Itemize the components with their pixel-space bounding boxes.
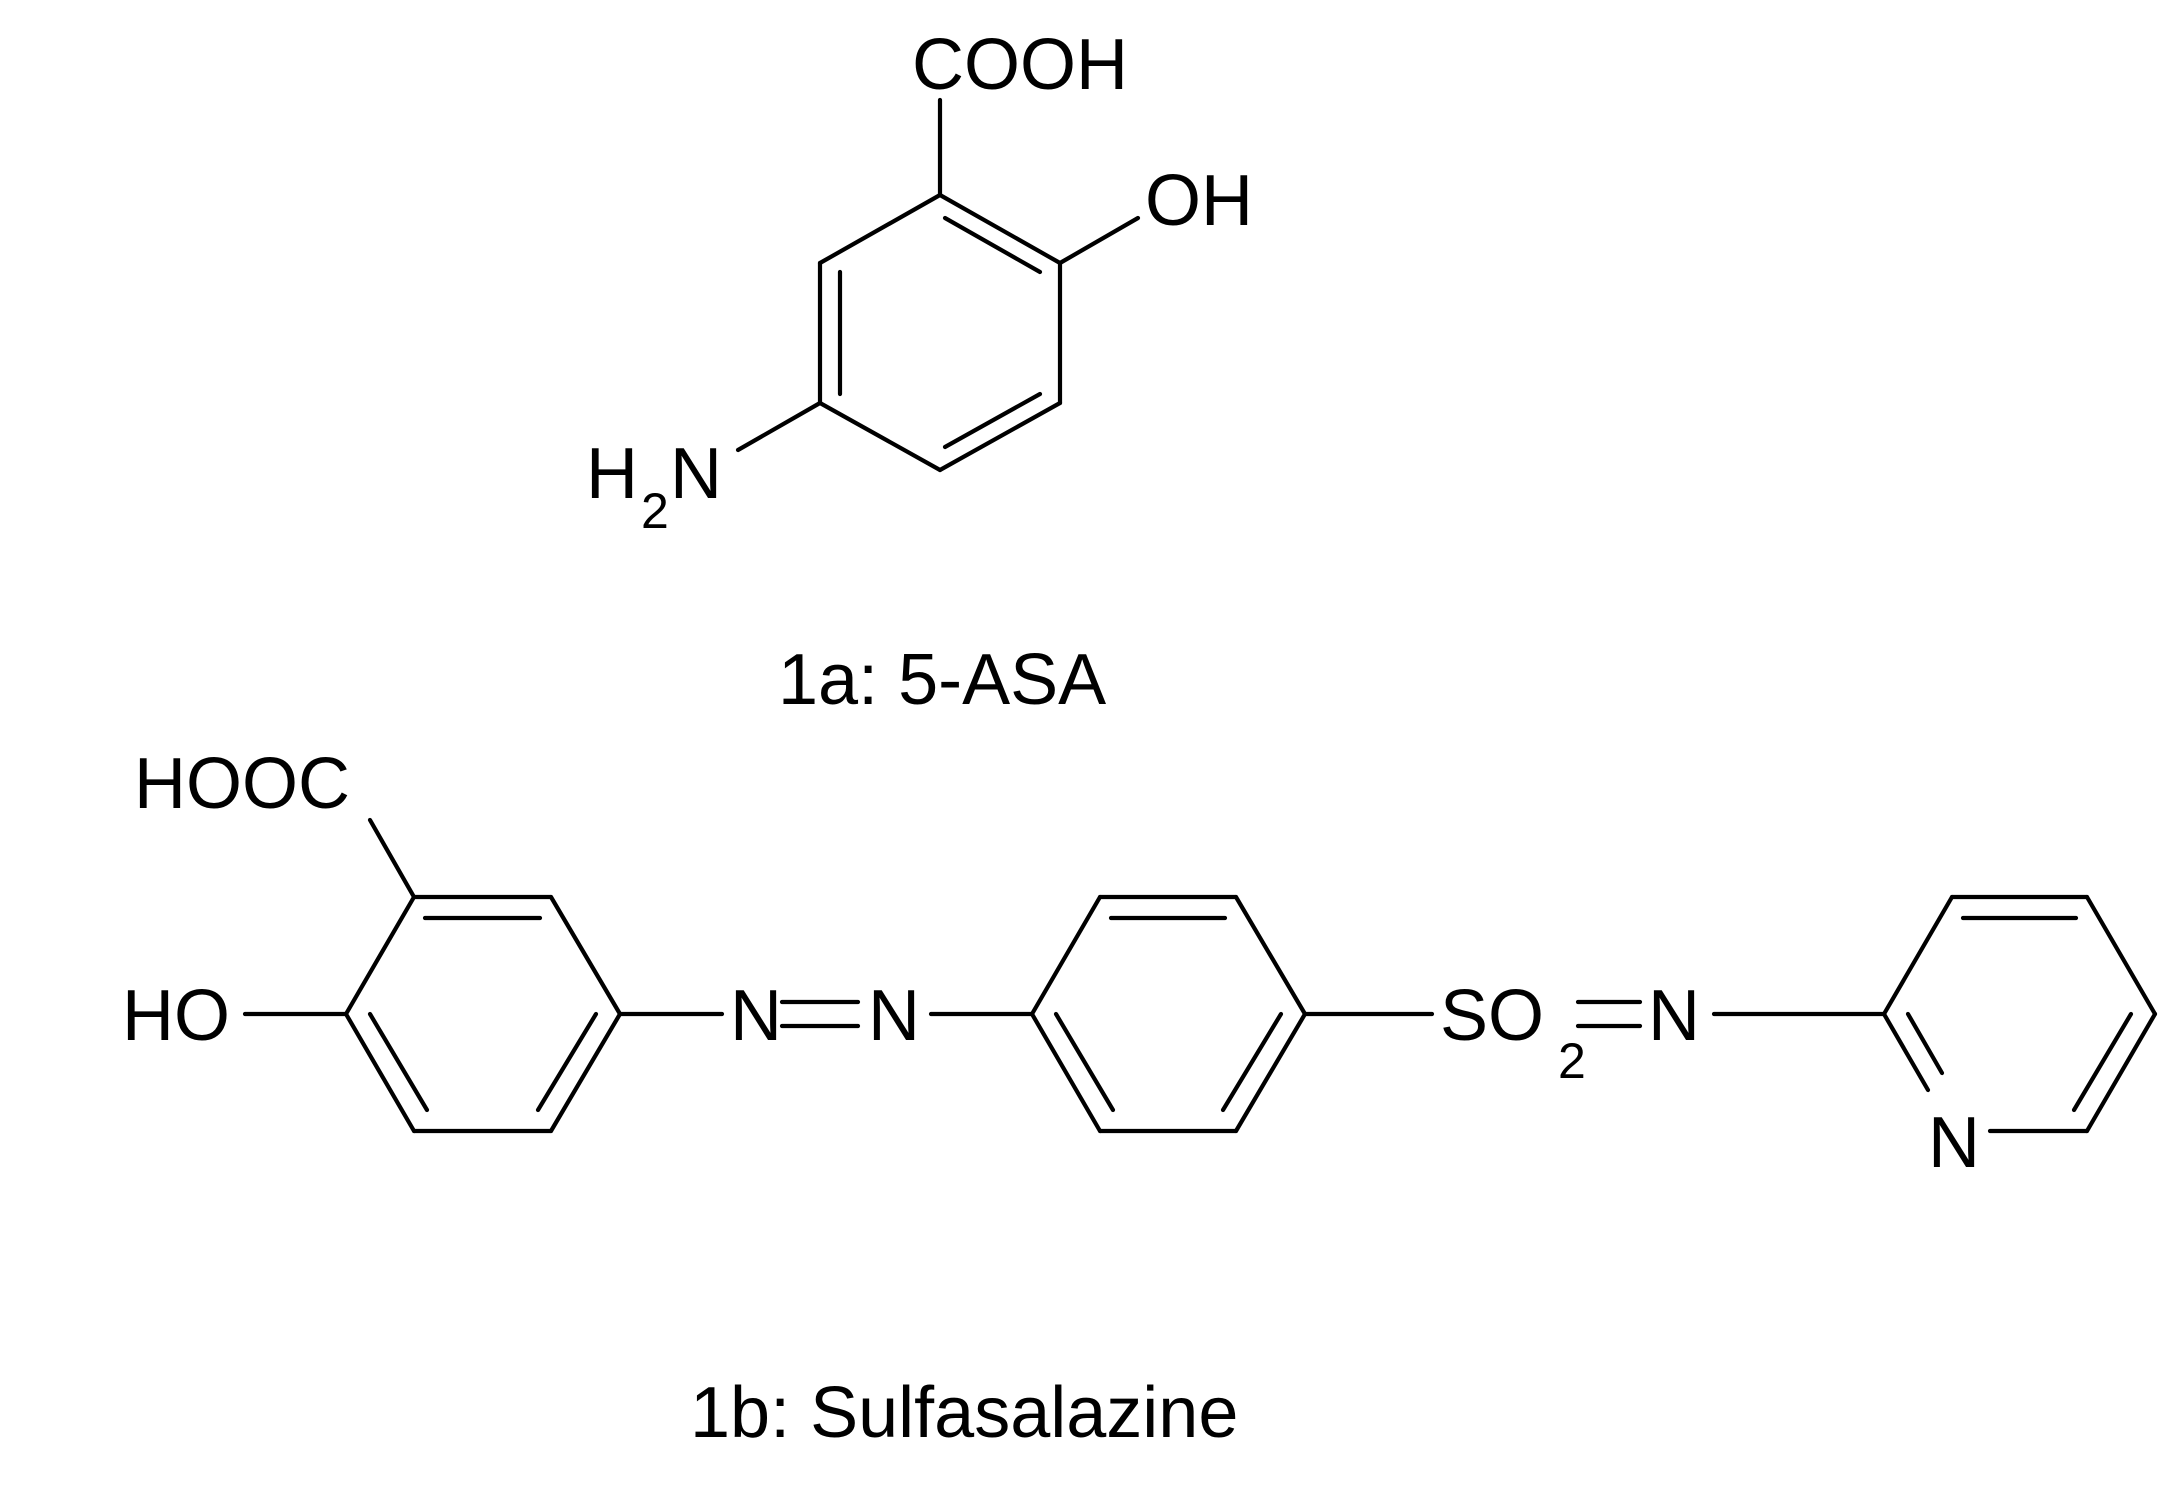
- benzene-ring-1a: [817, 192, 1063, 473]
- sulfonyl-label: SO: [1440, 976, 1544, 1056]
- azo-n1-label: N: [730, 976, 782, 1056]
- hydroxyl-label-1a: OH: [1145, 161, 1253, 241]
- structure-sulfasalazine: HOOC HO N N SO 2 N N 1b: Sulfasalazine: [122, 744, 2158, 1453]
- carboxyl-bond-1b: [367, 817, 417, 900]
- azo-double-bond: [779, 999, 861, 1029]
- sulfonyl-n-double-bond: [1575, 999, 1643, 1029]
- amine-bond-1a: [735, 400, 823, 453]
- amine-subscript-1a: 2: [641, 483, 669, 539]
- hydroxyl-label-1b: HO: [122, 976, 230, 1056]
- hydroxyl-bond-1a: [1057, 215, 1141, 266]
- caption-1a: 1a: 5-ASA: [778, 640, 1106, 720]
- amine-n-label-1a: N: [670, 434, 722, 514]
- carboxyl-label-1b: HOOC: [134, 744, 350, 824]
- sulfonyl-subscript: 2: [1558, 1033, 1586, 1089]
- pyridine-ring-1b: [1881, 894, 2158, 1134]
- benzene-ring-1b-central: [1029, 894, 1308, 1134]
- caption-1b: 1b: Sulfasalazine: [690, 1373, 1238, 1453]
- azo-n2-label: N: [868, 976, 920, 1056]
- sulfonyl-n-label: N: [1648, 976, 1700, 1056]
- amine-h-label-1a: H: [586, 434, 638, 514]
- carboxyl-label-1a: COOH: [912, 25, 1128, 105]
- benzene-ring-1b-salicylic: [343, 894, 623, 1134]
- structure-5-asa: COOH OH H 2 N 1a: 5-ASA: [586, 25, 1253, 720]
- pyridine-n-label: N: [1928, 1103, 1980, 1183]
